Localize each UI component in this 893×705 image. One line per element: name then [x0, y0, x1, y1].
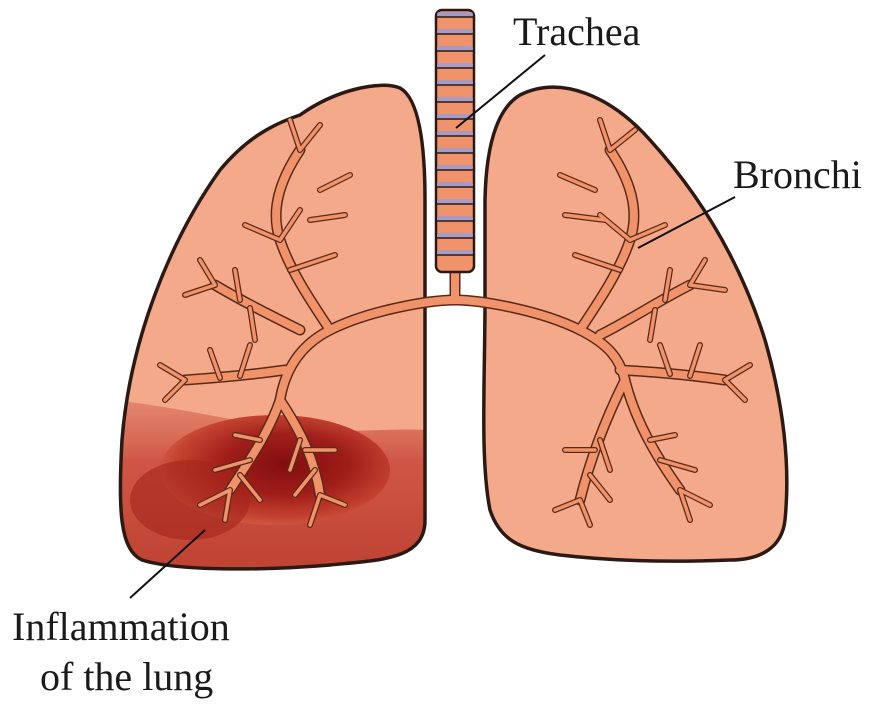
trachea-label: Trachea — [513, 9, 641, 54]
inflammation-label-line1: Inflammation — [12, 604, 230, 649]
trachea-rings — [436, 12, 474, 255]
bronchi-label: Bronchi — [733, 152, 862, 197]
inflammation-label-line2: of the lung — [40, 654, 213, 699]
trachea — [436, 10, 474, 272]
left-lung — [110, 85, 430, 600]
